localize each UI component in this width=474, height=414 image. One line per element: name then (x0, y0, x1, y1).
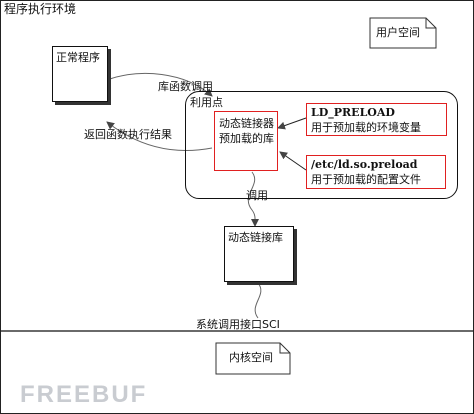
normal-program-box: 正常程序 (52, 46, 108, 102)
ld-preload-box: LD_PRELOAD 用于预加载的环境变量 (306, 103, 447, 136)
syscall-connector (254, 282, 262, 319)
call-label: 库函数调用 (158, 80, 213, 93)
normal-program-label: 正常程序 (56, 51, 100, 64)
kernel-space-note-shape (215, 342, 291, 375)
return-arrow (106, 121, 213, 152)
user-space-label: 用户空间 (376, 26, 420, 39)
dl-library-box: 动态链接器 预加载的库 (214, 111, 278, 171)
invoke-arrow (247, 171, 260, 227)
dl-library-line-2: 预加载的库 (219, 132, 274, 145)
etc-preload-desc: 用于预加载的配置文件 (311, 173, 421, 186)
dl-library-line-1: 动态链接器 (219, 117, 274, 130)
exploit-region (185, 91, 458, 199)
ld-preload-name: LD_PRELOAD (311, 106, 395, 119)
ld-preload-desc: 用于预加载的环境变量 (311, 121, 421, 134)
dynamic-library-box: 动态链接库 (224, 226, 294, 282)
diagram-title: 程序执行环境 (4, 2, 77, 16)
exploit-point-label: 利用点 (190, 96, 223, 109)
etc-preload-box: /etc/ld.so.preload 用于预加载的配置文件 (306, 155, 446, 189)
syscall-label: 系统调用接口SCI (196, 318, 280, 331)
user-space-note-shape (369, 17, 437, 49)
kernel-space-label: 内核空间 (229, 351, 273, 364)
dynamic-library-label: 动态链接库 (228, 231, 283, 244)
freebuf-watermark: FREEBUF (20, 381, 148, 408)
invoke-label: 调用 (246, 189, 268, 202)
return-label: 返回函数执行结果 (84, 128, 172, 141)
etc-preload-arrow (279, 151, 307, 171)
ld-preload-arrow (277, 117, 307, 130)
etc-preload-name: /etc/ld.so.preload (311, 158, 418, 171)
call-arrow (106, 72, 213, 97)
